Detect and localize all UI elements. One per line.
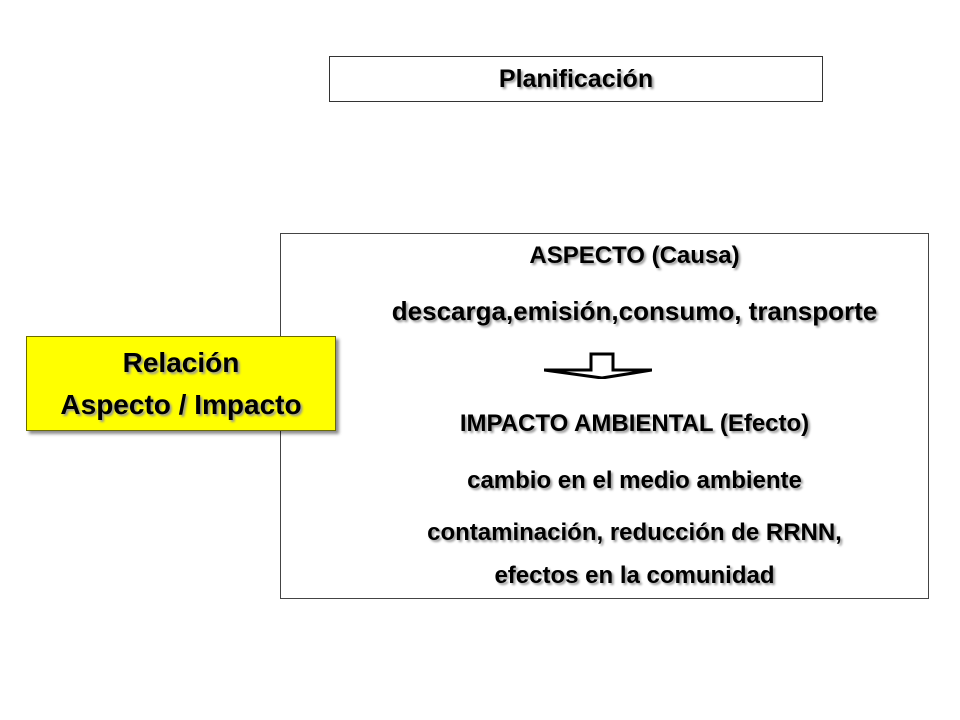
- planning-title-box: Planificación: [329, 56, 823, 102]
- relation-box: Relación Aspecto / Impacto: [26, 336, 336, 431]
- aspect-impact-box: ASPECTO (Causa) descarga,emisión,consumo…: [280, 233, 929, 599]
- down-arrow-icon: [544, 352, 652, 379]
- relation-line-1: Relación: [122, 347, 240, 378]
- relation-line-2: Aspecto / Impacto: [60, 389, 302, 420]
- aspect-title: ASPECTO (Causa): [529, 242, 740, 269]
- impact-line-3: efectos en la comunidad: [494, 562, 775, 589]
- impact-line-2: contaminación, reducción de RRNN,: [427, 519, 842, 546]
- impact-title: IMPACTO AMBIENTAL (Efecto): [459, 410, 810, 437]
- aspect-examples: descarga,emisión,consumo, transporte: [391, 296, 878, 326]
- planning-title: Planificación: [498, 64, 654, 93]
- impact-line-1: cambio en el medio ambiente: [467, 467, 802, 494]
